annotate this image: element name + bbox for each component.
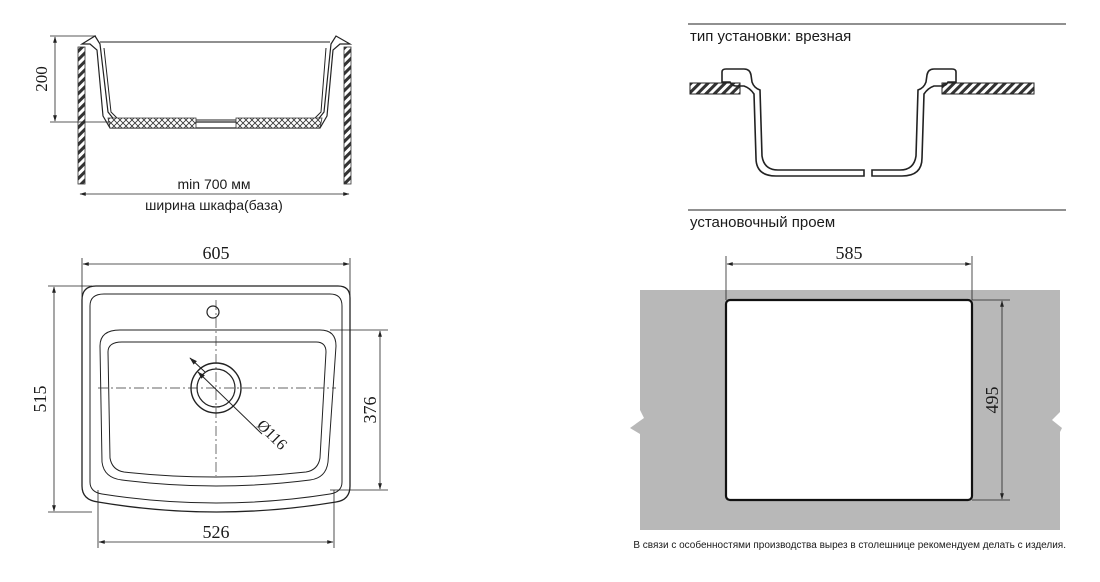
cabinet-width-label: ширина шкафа(база) xyxy=(145,197,283,213)
drain-leader xyxy=(197,371,263,435)
min-width-label: min 700 мм xyxy=(178,176,251,192)
sink-section-bottom-hatch xyxy=(107,117,197,129)
sink-section-bottom-hatch-right xyxy=(235,117,323,129)
sink-bowl-inner xyxy=(107,341,327,478)
bowl-width-dim-label: 526 xyxy=(203,522,230,542)
inner-height-dim-label: 376 xyxy=(360,397,380,424)
sink-section-outline xyxy=(79,35,353,129)
sink-section-inner xyxy=(100,41,330,121)
section-view: 200 min 700 мм ширина шкафа(база) xyxy=(32,35,353,213)
cutout-height-dim-label: 495 xyxy=(982,387,1002,414)
cutout-opening xyxy=(724,298,974,502)
tap-hole xyxy=(206,305,220,319)
drain-dim-label: Ø116 xyxy=(253,417,290,454)
cutout-view: установочный проем 585 495 xyxy=(630,209,1066,530)
sink-plan-rim-inner xyxy=(89,293,343,504)
countertop-slab-left xyxy=(689,82,741,95)
cabinet-wall-left xyxy=(77,46,86,185)
countertop-slab-right xyxy=(941,82,1035,95)
footnote: В связи с особенностями производства выр… xyxy=(633,539,1066,551)
install-type-label: тип установки: врезная xyxy=(690,28,851,45)
plan-view: Ø116 605 515 376 526 xyxy=(30,243,388,548)
sink-profile-left xyxy=(721,68,865,177)
plan-height-dim-label: 515 xyxy=(30,386,50,413)
height-dim-label: 200 xyxy=(32,66,51,92)
sink-profile-right xyxy=(871,68,957,177)
install-type-view: тип установки: врезная xyxy=(688,23,1066,177)
cutout-label: установочный проем xyxy=(690,214,835,231)
cabinet-wall-right xyxy=(343,46,352,185)
cutout-width-dim-label: 585 xyxy=(836,243,863,263)
sink-bowl-outer xyxy=(99,329,337,487)
width-dim-label: 605 xyxy=(203,243,230,263)
